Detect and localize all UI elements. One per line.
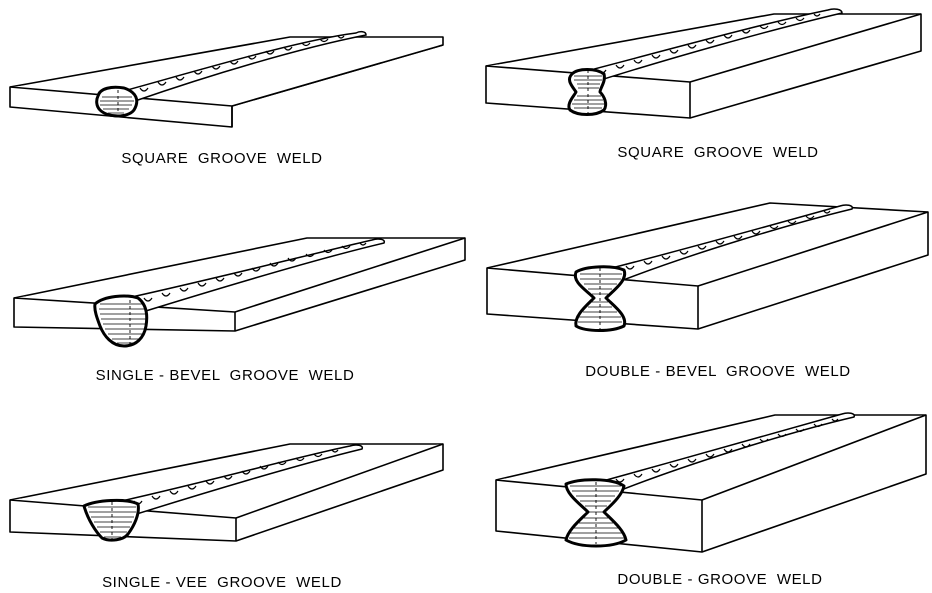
welded-plates xyxy=(9,443,444,542)
caption: SQUARE GROOVE WELD xyxy=(617,144,818,161)
bead-ripples xyxy=(139,35,345,92)
weld-bead xyxy=(573,8,843,85)
weld-cross-section xyxy=(82,498,140,542)
panel-square-groove-weld: SQUARE GROOVE WELD xyxy=(9,30,444,167)
caption: DOUBLE - BEVEL GROOVE WELD xyxy=(585,363,850,380)
panel-single-vee-groove-weld: SINGLE - VEE GROOVE WELD xyxy=(9,443,444,591)
weld-bead xyxy=(116,238,386,315)
caption: DOUBLE - GROOVE WELD xyxy=(617,571,822,588)
weld-bead xyxy=(118,30,367,103)
welded-plates xyxy=(486,202,929,330)
bead-ripples xyxy=(625,210,831,270)
welded-plates xyxy=(485,13,922,119)
weld-cross-section xyxy=(564,478,628,548)
bead-ripples xyxy=(133,449,339,505)
weld-cross-section xyxy=(567,68,608,116)
caption: SINGLE - VEE GROOVE WELD xyxy=(102,574,342,591)
welded-plates xyxy=(13,237,466,332)
panel-square-groove-weld-double: SQUARE GROOVE WELD xyxy=(485,8,922,161)
bead-ripples xyxy=(615,418,839,483)
caption: SQUARE GROOVE WELD xyxy=(121,150,322,167)
panel-single-bevel-groove-weld: SINGLE - BEVEL GROOVE WELD xyxy=(13,237,466,384)
weld-bead xyxy=(590,412,856,497)
weld-cross-section xyxy=(95,85,139,118)
bead-ripples xyxy=(143,242,367,302)
weld-bead xyxy=(106,444,364,519)
weld-bead xyxy=(602,204,854,283)
welded-plates xyxy=(9,36,444,128)
welded-plates xyxy=(495,414,927,553)
panel-double-bevel-groove-weld: DOUBLE - BEVEL GROOVE WELD xyxy=(486,202,929,380)
weld-cross-section xyxy=(93,294,149,348)
panel-double-groove-weld: DOUBLE - GROOVE WELD xyxy=(495,412,927,588)
bead-ripples xyxy=(597,13,821,74)
caption: SINGLE - BEVEL GROOVE WELD xyxy=(96,367,355,384)
weld-cross-section xyxy=(573,265,627,332)
